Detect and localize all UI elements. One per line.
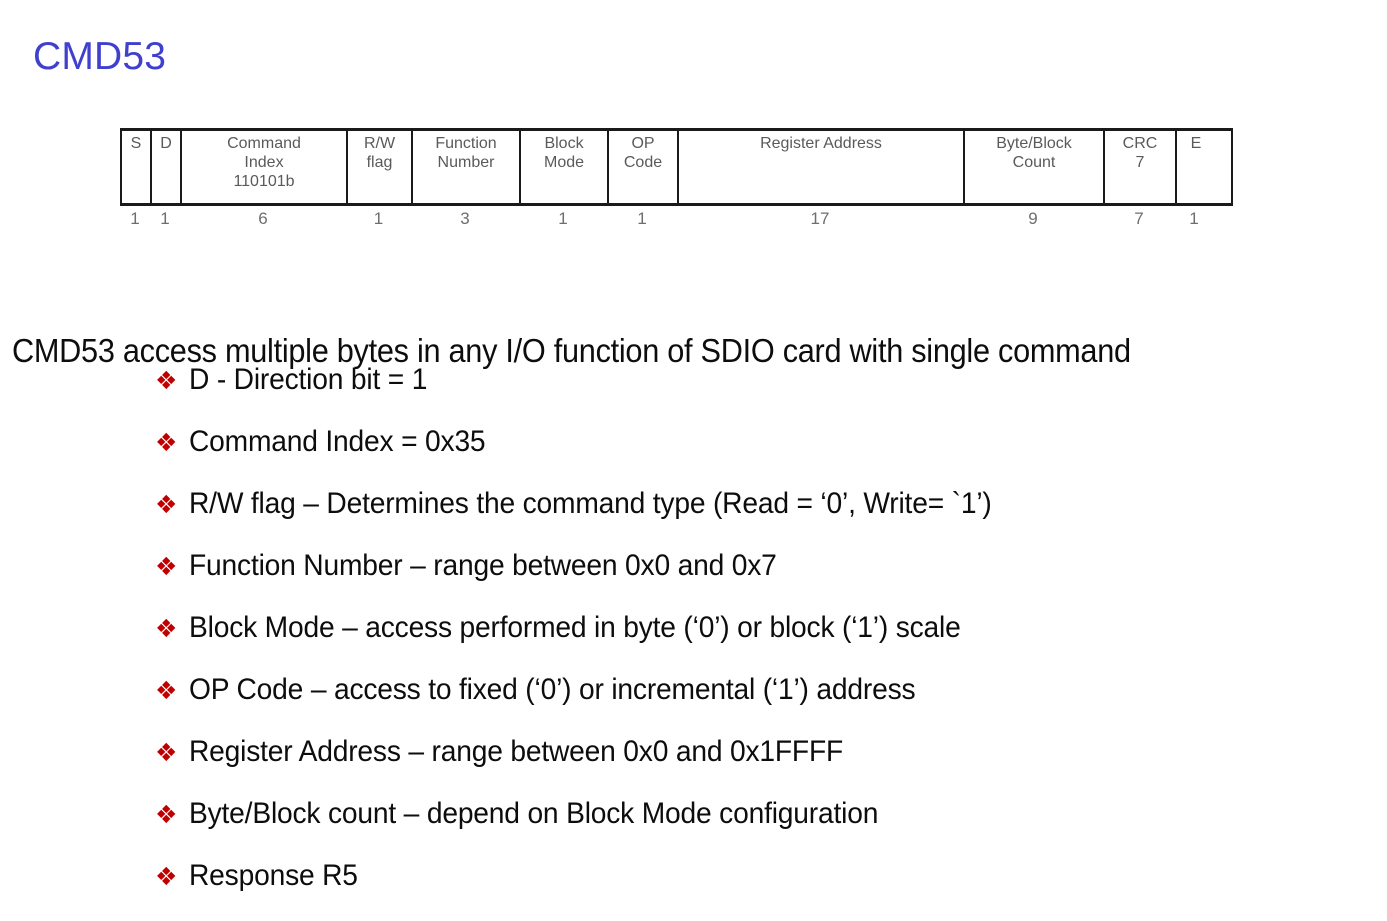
frame-field-label: Number [437,154,495,171]
frame-bitwidth-label: 6 [258,209,268,228]
diamond-bullet-icon: ❖ [155,490,178,519]
list-item-label: Block Mode – access performed in byte (‘… [189,611,961,644]
list-item-label: R/W flag – Determines the command type (… [189,487,992,520]
frame-field-cell: S [122,131,152,203]
lead-sentence: CMD53 access multiple bytes in any I/O f… [12,332,1131,369]
frame-bitwidth-label: 3 [460,209,470,228]
frame-field-cell: OP Code [609,131,679,203]
list-item: ❖ Block Mode – access performed in byte (… [155,611,1355,673]
diamond-bullet-icon: ❖ [155,800,178,829]
frame-field-label: Command [227,135,301,152]
list-item-label: Register Address – range between 0x0 and… [189,735,844,768]
frame-field-label: Mode [543,154,585,171]
detail-bullet-list: ❖ D - Direction bit = 1 ❖ Command Index = 0… [155,363,1355,921]
frame-bitwidth-label: 1 [373,209,384,228]
frame-field-cell: Register Address [679,131,965,203]
frame-field-cell: E [1177,131,1215,203]
frame-field-cell: R/W flag [348,131,413,203]
frame-field-label: OP [631,135,655,152]
diamond-bullet-icon: ❖ [155,428,178,457]
list-item: ❖ Function Number – range between 0x0 and… [155,549,1355,611]
list-item: ❖ R/W flag – Determines the command type … [155,487,1355,549]
frame-field-label: R/W [363,135,396,152]
diamond-bullet-icon: ❖ [155,552,178,581]
frame-field-label: Register Address [760,135,882,152]
list-item-label: Byte/Block count – depend on Block Mode … [189,797,879,830]
list-item-label: D - Direction bit = 1 [189,363,428,396]
frame-bitwidth-label: 1 [558,209,568,228]
frame-field-label: D [160,135,172,152]
diamond-bullet-icon: ❖ [155,738,178,767]
frame-field-label: Count [1012,154,1056,171]
list-item: ❖ OP Code – access to fixed (‘0’) or incr… [155,673,1355,735]
frame-bitwidth-label: 1 [1189,209,1199,228]
frame-field-label: 7 [1135,154,1145,171]
page-title: CMD53 [33,35,167,79]
frame-field-label: E [1190,135,1202,152]
frame-bitwidth-label: 1 [130,209,140,228]
list-item: ❖ Response R5 [155,859,1355,921]
frame-field-label: S [130,135,142,152]
frame-field-label: 110101b [233,173,295,190]
frame-field-cell: D [152,131,182,203]
frame-field-label: Byte/Block [996,135,1072,152]
diamond-bullet-icon: ❖ [155,366,178,395]
frame-field-label: Code [623,154,663,171]
list-item: ❖ Register Address – range between 0x0 an… [155,735,1355,797]
frame-field-label: Block [544,135,584,152]
frame-bitwidth-label: 17 [810,209,830,228]
list-item: ❖ D - Direction bit = 1 [155,363,1355,425]
list-item-label: Command Index = 0x35 [189,425,486,458]
frame-field-label: Index [244,154,284,171]
frame-field-label: flag [366,154,393,171]
list-item: ❖ Command Index = 0x35 [155,425,1355,487]
list-item-label: Function Number – range between 0x0 and … [189,549,777,582]
frame-field-label: CRC [1122,135,1158,152]
frame-bitwidth-label: 9 [1028,209,1038,228]
list-item: ❖ Byte/Block count – depend on Block Mode… [155,797,1355,859]
diamond-bullet-icon: ❖ [155,862,178,891]
list-item-label: OP Code – access to fixed (‘0’) or incre… [189,673,916,706]
frame-bitwidth-label: 7 [1134,209,1144,228]
list-item-label: Response R5 [189,859,358,892]
diamond-bullet-icon: ❖ [155,676,178,705]
frame-bitwidth-label: 1 [637,209,647,228]
frame-bitwidth-label: 1 [160,209,170,228]
frame-field-cell: CRC 7 [1105,131,1177,203]
frame-field-label: Function [435,135,497,152]
diamond-bullet-icon: ❖ [155,614,178,643]
